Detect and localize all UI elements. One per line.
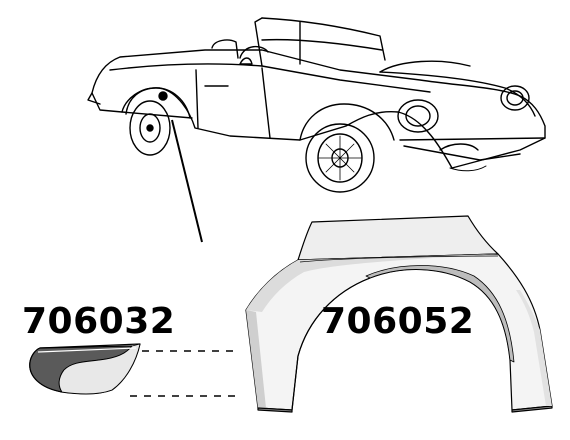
car-convertible-icon [87, 17, 546, 193]
part-number-right: 706052 [321, 301, 475, 342]
leader-line [171, 119, 203, 243]
arch-repair-section-icon [29, 343, 141, 395]
part-number-left: 706032 [22, 301, 176, 342]
rear-wheel-arch-panel-icon [245, 215, 553, 413]
